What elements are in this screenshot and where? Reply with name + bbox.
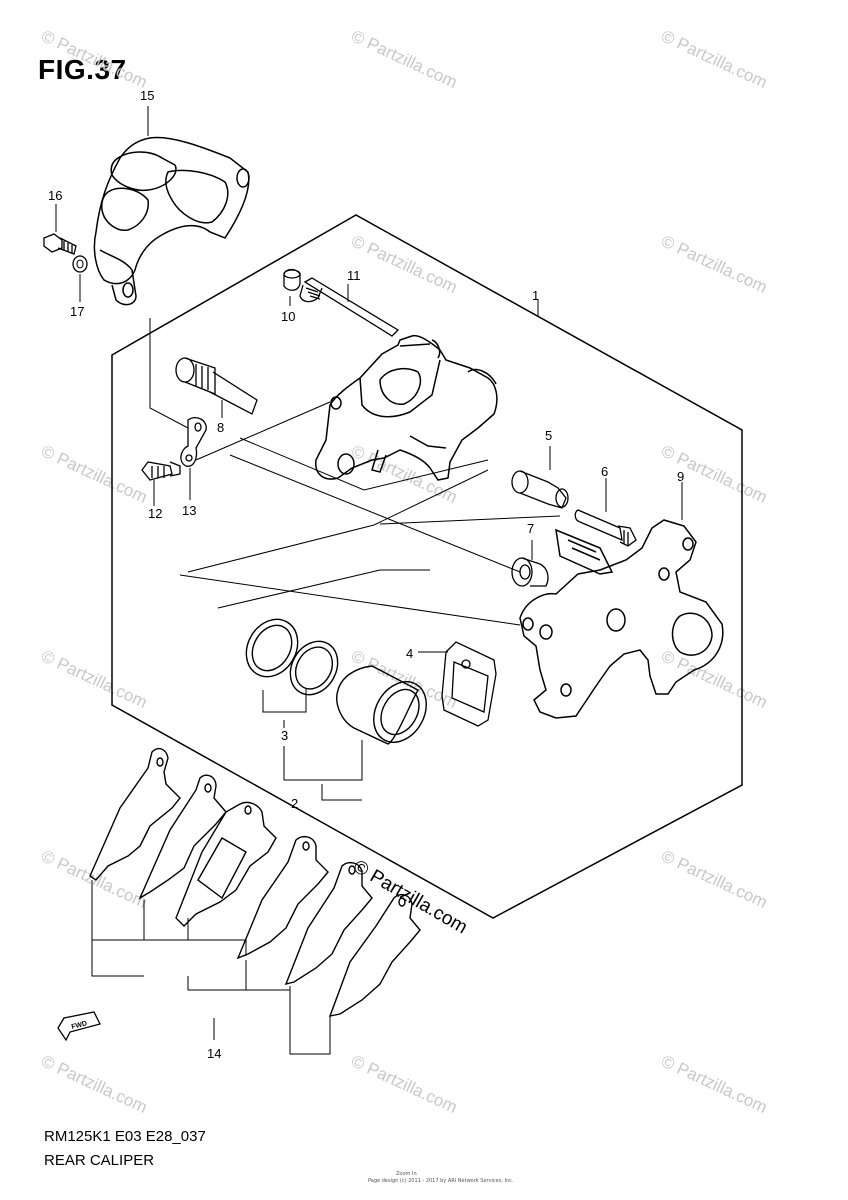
callout-8: 8	[217, 420, 224, 435]
assembly-frame	[111, 214, 743, 919]
callout-5: 5	[545, 428, 552, 443]
leader-lines	[55, 106, 683, 1055]
part-cap-10	[283, 268, 301, 291]
fwd-arrow-icon: FWD	[57, 1011, 101, 1042]
part-caliper-body	[315, 334, 498, 481]
watermark-text: © Partzilla.com	[348, 26, 460, 92]
callout-11: 11	[347, 268, 361, 283]
watermark-text: © Partzilla.com	[658, 846, 770, 912]
part-bleeder-12	[141, 461, 181, 481]
callout-13: 13	[182, 503, 196, 518]
part-sleeve-5	[511, 470, 569, 509]
page-credit: Page design (c) 2011 - 2017 by ARI Netwo…	[368, 1178, 514, 1184]
callout-14: 14	[207, 1046, 221, 1061]
watermark-text: © Partzilla.com	[38, 646, 150, 712]
part-bracket-13	[180, 416, 207, 467]
watermark-text: © Partzilla.com	[38, 441, 150, 507]
part-brake-disc-guard	[93, 136, 250, 306]
part-boot-7	[511, 557, 549, 587]
diagram-name: REAR CALIPER	[44, 1152, 155, 1169]
callout-3: 3	[281, 728, 288, 743]
diagram-code: RM125K1 E03 E28_037	[44, 1128, 206, 1145]
part-bolt-16	[43, 233, 77, 255]
callout-7: 7	[527, 521, 534, 536]
part-pin-11	[299, 277, 400, 337]
fwd-label: FWD	[71, 1020, 88, 1031]
watermark-text: © Partzilla.com	[658, 441, 770, 507]
callout-9: 9	[677, 469, 684, 484]
part-pin-6	[574, 509, 637, 547]
part-washer-17-hole	[76, 259, 84, 269]
part-caliper-bracket-9	[519, 519, 724, 719]
watermark-text: © Partzilla.com	[38, 1051, 150, 1117]
watermark-text: © Partzilla.com	[38, 26, 150, 92]
callout-17: 17	[70, 304, 84, 319]
callout-numbers: 1 2 3 4 5 6 7 8 9 10 11 12 13 14 15 16 1…	[48, 88, 684, 1061]
partzilla-stamp: © Partzilla.com	[350, 856, 471, 938]
callout-16: 16	[48, 188, 62, 203]
watermark-text: © Partzilla.com	[348, 1051, 460, 1117]
callout-1: 1	[532, 288, 539, 303]
callout-15: 15	[140, 88, 154, 103]
watermark-text: © Partzilla.com	[658, 26, 770, 92]
watermark-text: © Partzilla.com	[658, 1051, 770, 1117]
callout-12: 12	[148, 506, 162, 521]
part-brake-pads-14	[89, 747, 421, 1017]
part-piston-2	[336, 665, 427, 745]
callout-2: 2	[291, 796, 298, 811]
watermark-text: © Partzilla.com	[658, 231, 770, 297]
part-pad-spring-4	[441, 641, 497, 727]
figure-title: FIG.37	[38, 54, 127, 85]
callout-10: 10	[281, 309, 295, 324]
callout-6: 6	[601, 464, 608, 479]
part-pin-8	[175, 357, 258, 415]
part-piston-seals-3	[245, 618, 339, 696]
callout-4: 4	[406, 646, 413, 661]
zoom-credit: Zoom In	[396, 1171, 417, 1177]
part-washer-17	[72, 255, 88, 273]
